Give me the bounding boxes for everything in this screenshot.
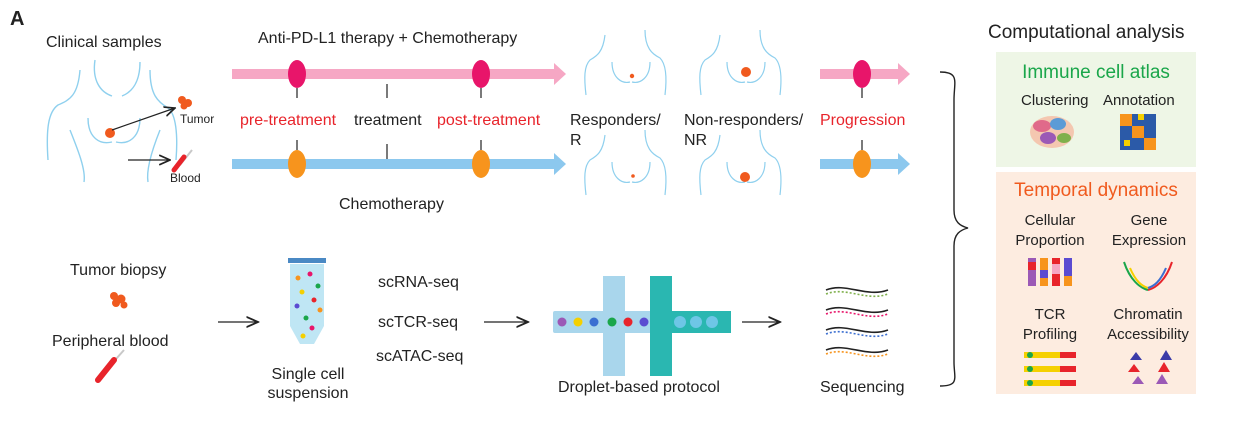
- tumor-biopsy-label: Tumor biopsy: [70, 262, 167, 279]
- tumor-sample-icon: [178, 96, 192, 110]
- clinical-samples-title: Clinical samples: [46, 34, 162, 51]
- annotation-heatmap-icon: [1120, 114, 1156, 150]
- immune-atlas-title: Immune cell atlas: [1022, 62, 1170, 83]
- chemotherapy-title: Chemotherapy: [339, 196, 444, 213]
- responder-torso-icon: [584, 29, 667, 196]
- combination-timeline: [232, 60, 566, 98]
- analysis-brace: [939, 71, 969, 387]
- suspension-tube-icon: [288, 258, 326, 344]
- chromatin-label-line2: Accessibility: [1107, 326, 1189, 343]
- computational-analysis-title: Computational analysis: [988, 22, 1185, 43]
- tumor-dot: [105, 128, 115, 138]
- cellular-label-line1: Cellular: [1024, 212, 1076, 229]
- droplet-chip-icon: [553, 276, 731, 376]
- panel-label: A: [10, 8, 25, 30]
- responders-label: Responders/: [570, 112, 661, 129]
- tcr-label-line1: TCR: [1034, 306, 1066, 323]
- cellular-label-line2: Proportion: [1015, 232, 1085, 249]
- tumor-label: Tumor: [180, 112, 215, 126]
- peripheral-blood-label: Peripheral blood: [52, 333, 169, 350]
- nonresponder-tumor: [741, 67, 751, 77]
- blood-tube-icon: [95, 349, 125, 383]
- treatment-label: treatment: [354, 112, 422, 129]
- immune-atlas-panel: [996, 52, 1196, 167]
- sequencing-label: Sequencing: [820, 379, 905, 396]
- annotation-label: Annotation: [1103, 92, 1175, 109]
- gene-label-line2: Expression: [1111, 232, 1187, 249]
- cellular-proportion-bars-icon: [1028, 258, 1072, 286]
- combination-therapy-title: Anti-PD-L1 therapy + Chemotherapy: [258, 30, 518, 47]
- clustering-label: Clustering: [1021, 92, 1089, 109]
- blood-label: Blood: [170, 171, 201, 185]
- progression-arrows: [820, 60, 910, 178]
- patient-body-icon: [46, 59, 178, 183]
- nonresponder-tumor: [740, 172, 750, 182]
- tumor-biopsy-icon: [110, 292, 128, 309]
- suspension-label-line2: suspension: [267, 385, 349, 402]
- temporal-dynamics-title: Temporal dynamics: [1014, 180, 1178, 201]
- progression-label: Progression: [820, 112, 906, 129]
- tcr-label-line2: Profiling: [1022, 326, 1078, 343]
- suspension-label-line1: Single cell: [271, 366, 345, 383]
- method-scrna: scRNA-seq: [378, 274, 459, 291]
- post-treatment-label: post-treatment: [437, 112, 541, 129]
- method-sctcr: scTCR-seq: [378, 314, 459, 331]
- responder-small-tumor: [629, 73, 635, 79]
- pre-treatment-label: pre-treatment: [240, 112, 337, 129]
- tcr-profiling-icon: [1024, 352, 1076, 386]
- responder-small-tumor: [631, 174, 635, 178]
- gene-expression-volcano-icon: [1123, 261, 1173, 291]
- responders-abbrev: R: [570, 132, 582, 149]
- sequencing-reads-icon: [825, 286, 889, 358]
- clustering-umap-icon: [1030, 116, 1074, 148]
- nonresponders-abbrev: NR: [684, 132, 708, 149]
- nonresponder-torso-icon: [699, 29, 782, 196]
- droplet-protocol-label: Droplet-based protocol: [558, 379, 720, 396]
- blood-tube-icon: [171, 149, 193, 173]
- gene-label-line1: Gene: [1130, 212, 1168, 229]
- method-scatac: scATAC-seq: [376, 348, 464, 365]
- nonresponders-label: Non-responders/: [684, 112, 804, 129]
- tumor-arrow: [111, 108, 175, 131]
- chromatin-peaks-icon: [1120, 350, 1176, 384]
- chromatin-label-line1: Chromatin: [1113, 306, 1183, 323]
- chemo-timeline: [232, 140, 566, 178]
